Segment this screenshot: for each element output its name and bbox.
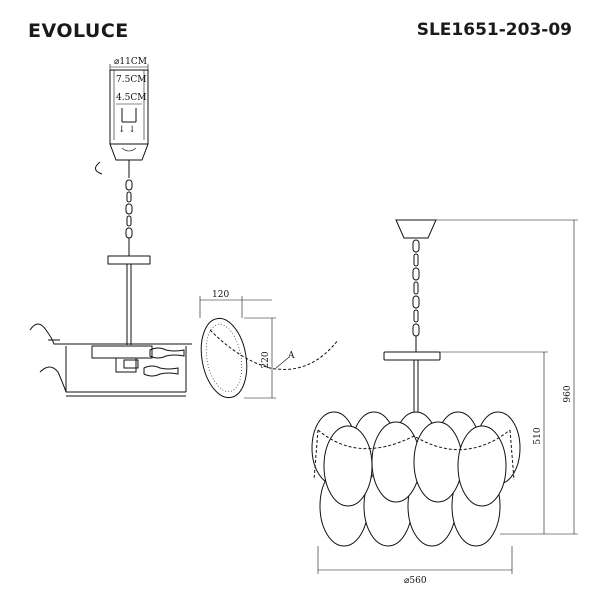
crystal-detail: 120 220 A <box>199 290 339 399</box>
height-body-label: 510 <box>533 427 543 444</box>
crystal-height-label: 220 <box>261 351 271 368</box>
front-mount-plate <box>383 351 441 361</box>
candle-bulb-icon <box>149 347 185 359</box>
ceiling-canopy <box>395 219 437 239</box>
mount-plate <box>107 255 151 265</box>
svg-text:↓ ↓: ↓ ↓ <box>118 125 136 135</box>
canopy-detail: ⌀11CM 7.5CM 4.5CM ↓ ↓ <box>95 57 149 178</box>
rotate-arrow-icon <box>95 161 103 175</box>
front-bead-strand <box>317 429 511 451</box>
canopy-inner-label: 4.5CM <box>116 93 146 103</box>
canopy-height-label: 7.5CM <box>116 75 146 85</box>
model-number: SLE1651-203-09 <box>416 20 572 40</box>
diameter-label: ⌀560 <box>404 576 427 586</box>
candle-bulb-icon <box>143 365 179 377</box>
bead-strand <box>209 329 339 370</box>
assembly-side-view <box>29 323 192 397</box>
left-chain <box>125 179 133 256</box>
height-total-label: 960 <box>563 385 573 402</box>
front-view: ⌀560 510 960 <box>311 219 578 586</box>
detail-a-label: A <box>287 351 295 361</box>
crystal-width-label: 120 <box>212 290 229 300</box>
canopy-diameter-label: ⌀11CM <box>114 57 147 67</box>
brand-logo: EVOLUCE <box>28 20 129 42</box>
front-chain <box>412 239 420 352</box>
